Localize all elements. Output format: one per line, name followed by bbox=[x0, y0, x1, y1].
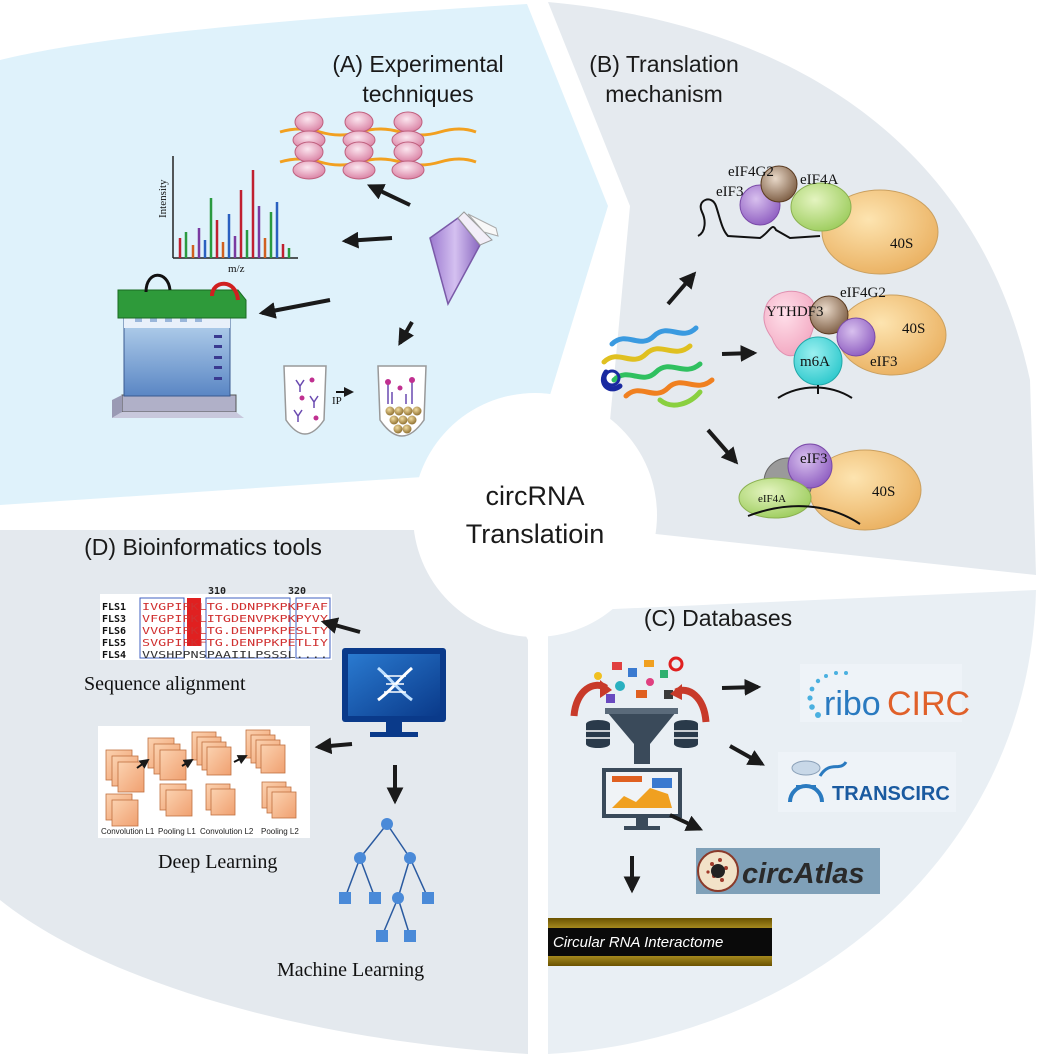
circular-rna-interactome-logo: Circular RNA Interactome bbox=[548, 918, 772, 966]
ribocirc-logo: ribo CIRC bbox=[800, 664, 970, 723]
center-title: circRNA Translatioin bbox=[466, 481, 605, 549]
alignment-row-name: FLS1 bbox=[102, 602, 126, 613]
complex2-ythdf3-label: YTHDF3 bbox=[766, 304, 824, 320]
panel-b-title-line1: (B) Translation bbox=[589, 51, 739, 77]
complex2-eif3-label: eIF3 bbox=[870, 354, 898, 370]
complex1-40s-label: 40S bbox=[890, 236, 913, 252]
alignment-row-name: FLS5 bbox=[102, 638, 126, 649]
complex2-40s-label: 40S bbox=[902, 321, 925, 337]
quadrant-b: (B) Translation mechanism eIF4G2 eIF3 eI… bbox=[589, 51, 947, 531]
center-title-line2: Translatioin bbox=[466, 519, 605, 549]
ribocirc-part1: ribo bbox=[824, 685, 881, 723]
translation-complex-2: YTHDF3 eIF4G2 m6A eIF3 40S bbox=[763, 285, 947, 399]
alignment-row-name: FLS4 bbox=[102, 650, 126, 661]
database-icon-left bbox=[586, 720, 610, 748]
interactome-text: Circular RNA Interactome bbox=[553, 934, 723, 951]
panel-d-title: (D) Bioinformatics tools bbox=[84, 534, 322, 560]
panel-a-arrows bbox=[258, 184, 414, 346]
panel-b-arrows bbox=[666, 271, 758, 465]
panel-b-title-line2: mechanism bbox=[605, 81, 723, 107]
complex3-eif3-label: eIF3 bbox=[800, 451, 828, 467]
panel-a-title-line2: techniques bbox=[362, 81, 473, 107]
circatlas-text: circAtlas bbox=[742, 858, 865, 890]
spectrum-x-label: m/z bbox=[228, 263, 245, 275]
circatlas-logo: circAtlas bbox=[696, 848, 880, 894]
spectrum-y-label: Intensity bbox=[157, 179, 169, 218]
eif4a-blob-1 bbox=[790, 182, 852, 232]
eif4a-blob-3 bbox=[738, 477, 812, 519]
dna-computer-icon bbox=[342, 648, 446, 737]
complex1-eif4a-label: eIF4A bbox=[800, 172, 838, 188]
complex3-40s-label: 40S bbox=[872, 484, 895, 500]
decision-tree-diagram: Machine Learning bbox=[277, 818, 434, 981]
mass-spectrum-chart: Intensity m/z bbox=[157, 156, 298, 275]
sequence-alignment-label: Sequence alignment bbox=[84, 673, 246, 695]
center-title-line1: circRNA bbox=[486, 481, 585, 511]
cnn-layer-label: Pooling L2 bbox=[261, 827, 299, 836]
eppendorf-tube-icon bbox=[429, 211, 499, 307]
complex1-eif4g2-label: eIF4G2 bbox=[728, 164, 774, 180]
cnn-diagram: Convolution L1 Pooling L1 Convolution L2… bbox=[98, 726, 310, 873]
panel-c-arrows bbox=[623, 678, 765, 894]
machine-learning-label: Machine Learning bbox=[277, 959, 424, 981]
ribocirc-part2: CIRC bbox=[887, 685, 970, 723]
transcirc-text: TRANSCIRC bbox=[832, 783, 950, 805]
alignment-row-seq: SVGPIPKFTG.DENPPKPETLIY bbox=[142, 638, 328, 649]
alignment-row-name: FLS3 bbox=[102, 614, 126, 625]
quadrant-c: (C) Databases bbox=[548, 605, 970, 966]
alignment-row-seq: VVGPIPKLTG.DENPPKPESLTY bbox=[142, 626, 328, 637]
cnn-layer-label: Convolution L1 bbox=[101, 827, 155, 836]
panel-b-background bbox=[548, 2, 1036, 575]
complex2-m6a-label: m6A bbox=[800, 354, 830, 370]
panel-c-background bbox=[548, 590, 1036, 1054]
alignment-row-seq: IVGPIPKLTG.DDNPPKPKPFAF bbox=[142, 602, 328, 613]
immunoprecipitation-icon: IP bbox=[283, 365, 427, 437]
alignment-tick-1: 310 bbox=[208, 586, 226, 597]
complex2-eif4g2-label: eIF4G2 bbox=[840, 285, 886, 301]
eif3-blob-3 bbox=[787, 443, 833, 489]
sequence-alignment-figure: 310 320 FLS1 FLS3 FLS6 FLS5 FLS4 IVGPIPK… bbox=[84, 586, 332, 695]
eif4g2-blob-1 bbox=[760, 165, 798, 203]
cnn-layer-label: Pooling L1 bbox=[158, 827, 196, 836]
eif3-blob-2 bbox=[836, 317, 876, 357]
quadrant-a: (A) Experimental techniques Intensity m/… bbox=[112, 51, 504, 437]
gel-electrophoresis-icon bbox=[112, 273, 247, 418]
eif4g2-blob-2 bbox=[809, 295, 849, 335]
dashboard-monitor-icon bbox=[602, 768, 682, 830]
alignment-row-name: FLS6 bbox=[102, 626, 126, 637]
data-funnel-icon bbox=[570, 656, 710, 830]
protein-structure-icon bbox=[600, 325, 715, 408]
translation-complex-1: eIF4G2 eIF3 eIF4A 40S bbox=[697, 164, 939, 275]
quadrant-d: (D) Bioinformatics tools 310 320 FLS1 FL… bbox=[84, 534, 446, 981]
transcirc-logo: TRANSCIRC bbox=[778, 752, 956, 812]
database-icon-right bbox=[674, 720, 698, 748]
alignment-tick-2: 320 bbox=[288, 586, 306, 597]
complex1-eif3-label: eIF3 bbox=[716, 184, 744, 200]
translation-complex-3: eIF3 eIF4A 40S bbox=[738, 443, 922, 531]
ip-label: IP bbox=[332, 395, 342, 407]
panel-c-title: (C) Databases bbox=[644, 605, 792, 631]
cnn-layer-label: Convolution L2 bbox=[200, 827, 254, 836]
polysome-icon bbox=[279, 111, 477, 180]
alignment-row-seq: VFGPIPKLITGDENVPKPKPYVY bbox=[142, 614, 328, 625]
complex3-eif4a-label: eIF4A bbox=[758, 493, 786, 505]
deep-learning-label: Deep Learning bbox=[158, 851, 277, 873]
center-hub bbox=[413, 393, 657, 637]
panel-a-title-line1: (A) Experimental bbox=[332, 51, 503, 77]
panel-d-arrows bbox=[314, 617, 404, 805]
alignment-row-seq: VVSHPPNSPAAIILPSSSL.... bbox=[142, 650, 328, 661]
